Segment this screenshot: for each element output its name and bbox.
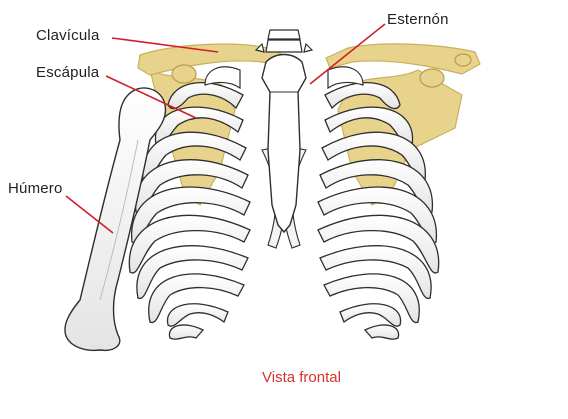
acromion-left <box>171 64 197 84</box>
ribs-left <box>128 82 251 340</box>
humerus-shaft-line <box>99 139 139 301</box>
clavicula-leader <box>111 37 219 53</box>
escapula-label: Escápula <box>36 64 100 81</box>
esternon-label: Esternón <box>387 11 449 28</box>
ribs-right <box>317 82 440 340</box>
acromion-right <box>419 68 445 88</box>
esternon-leader <box>309 23 386 85</box>
escapula-leader <box>105 75 197 119</box>
humerus <box>64 87 167 352</box>
humero-label: Húmero <box>8 180 63 197</box>
view-caption: Vista frontal <box>262 369 341 386</box>
cervical-vertebrae <box>254 29 314 53</box>
humero-leader <box>65 195 114 234</box>
first-ribs <box>204 66 364 90</box>
leader-lines <box>65 23 386 234</box>
sternum <box>261 53 307 234</box>
coracoid-right <box>454 53 472 67</box>
clavicula-label: Clavícula <box>36 27 100 44</box>
